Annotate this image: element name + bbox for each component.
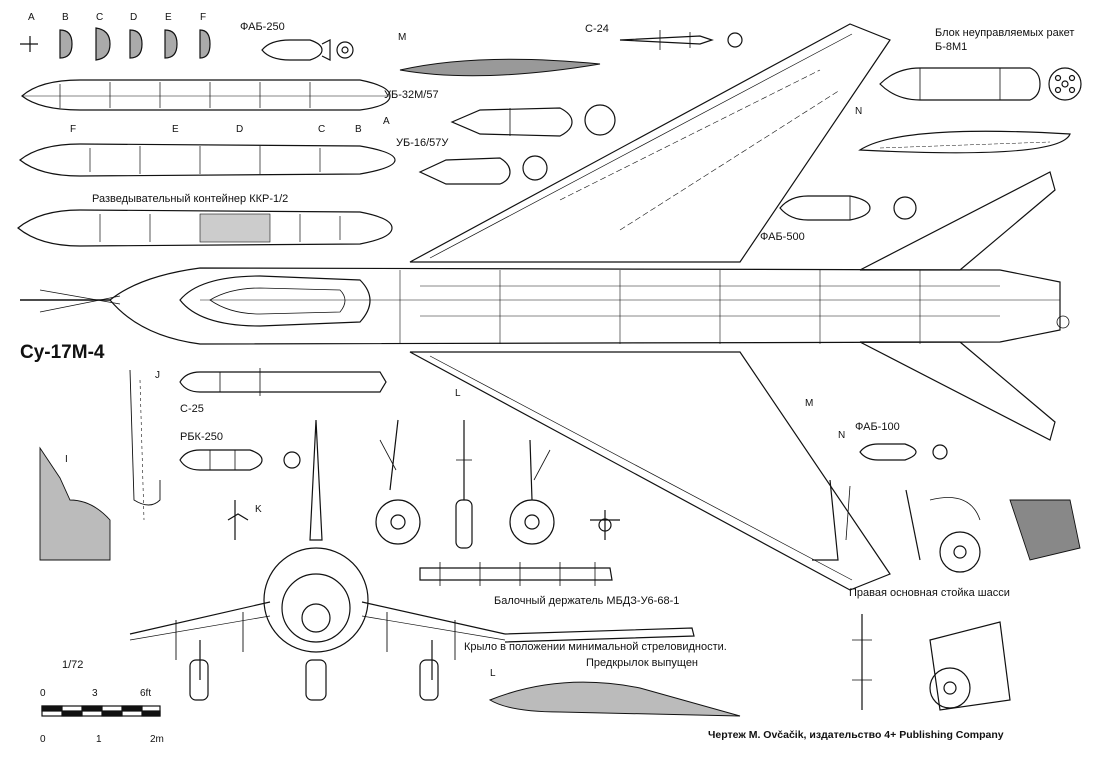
view-letter-l-bottom: L bbox=[490, 668, 496, 679]
pod-side-view-2 bbox=[19, 143, 396, 177]
svg-text:D: D bbox=[236, 124, 243, 135]
gear-hinge-detail bbox=[590, 510, 620, 540]
detail-k bbox=[227, 500, 249, 540]
view-letter-k: K bbox=[255, 504, 262, 515]
fab250-label: ФАБ-250 bbox=[240, 21, 285, 33]
main-gear-assembly-b bbox=[905, 489, 981, 573]
scale-ft-0: 0 bbox=[40, 688, 46, 699]
svg-text:A: A bbox=[383, 116, 390, 127]
scale-ft-6: 6ft bbox=[140, 688, 151, 699]
aircraft-plan-view bbox=[20, 23, 1070, 591]
scale-bar bbox=[41, 705, 161, 717]
view-letter-i: I bbox=[65, 454, 68, 465]
scale-ratio: 1/72 bbox=[62, 659, 83, 671]
b8m1-label-1: Блок неуправляемых ракет bbox=[935, 27, 1074, 39]
fab500-bomb bbox=[779, 195, 917, 221]
c24-rocket bbox=[619, 30, 743, 50]
c25-label: С-25 bbox=[180, 403, 204, 415]
scale-m-2: 2m bbox=[150, 734, 164, 745]
svg-text:B: B bbox=[355, 124, 362, 135]
ub32-label: УБ-32М/57 bbox=[384, 89, 439, 101]
ub32-rocket-pod bbox=[450, 104, 616, 137]
view-letter-m: M bbox=[805, 398, 813, 409]
kkr-label: Разведывательный контейнер ККР-1/2 bbox=[92, 193, 288, 205]
svg-text:C: C bbox=[318, 124, 325, 135]
view-letter-m-top: M bbox=[398, 32, 406, 43]
kkr-recon-pod bbox=[17, 209, 393, 247]
wing-section-m bbox=[399, 58, 601, 77]
pod-side-view-1 bbox=[21, 79, 391, 111]
view-letter-j: J bbox=[155, 370, 160, 381]
wing-note-line-1: Крыло в положении минимальной стреловидн… bbox=[464, 641, 727, 653]
ub16-rocket-pod bbox=[418, 155, 548, 185]
right-main-gear-wheel bbox=[929, 621, 1011, 711]
svg-text:F: F bbox=[70, 124, 76, 135]
fuselage-section-i bbox=[39, 446, 111, 561]
scale-m-0: 0 bbox=[40, 734, 46, 745]
drawing-credit: Чертеж M. Ovčačik, издательство 4+ Publi… bbox=[708, 729, 1004, 741]
rbk250-cluster-bomb bbox=[179, 449, 301, 471]
b8m1-label-2: Б-8М1 bbox=[935, 41, 967, 53]
mbd-label: Балочный держатель МБДЗ-У6-68-1 bbox=[494, 595, 679, 607]
section-letter-b: B bbox=[62, 12, 69, 23]
wing-outer-panel-front bbox=[504, 627, 695, 643]
wing-section-l bbox=[488, 681, 741, 717]
svg-text:E: E bbox=[172, 124, 179, 135]
aircraft-title: Су-17М-4 bbox=[20, 342, 105, 363]
aircraft-front-view bbox=[129, 419, 506, 701]
wing-note-line-2: Предкрылок выпущен bbox=[586, 657, 698, 669]
scale-m-1: 1 bbox=[96, 734, 102, 745]
fab100-label: ФАБ-100 bbox=[855, 421, 900, 433]
scale-ft-3: 3 bbox=[92, 688, 98, 699]
ub16-label: УБ-16/57У bbox=[396, 137, 449, 149]
section-letter-e: E bbox=[165, 12, 172, 23]
nose-gear-side-a bbox=[375, 419, 421, 545]
fab250-bomb bbox=[261, 39, 354, 61]
pod-section-marks: F E D C B A bbox=[70, 116, 390, 135]
rbk250-label: РБК-250 bbox=[180, 431, 223, 443]
c24-label: С-24 bbox=[585, 23, 609, 35]
pod-cross-sections bbox=[20, 27, 211, 61]
fab500-label: ФАБ-500 bbox=[760, 231, 805, 243]
b8m1-rocket-pod bbox=[879, 67, 1082, 101]
fuselage-section-j bbox=[129, 369, 161, 521]
view-letter-n: N bbox=[838, 430, 845, 441]
right-main-gear-strut bbox=[852, 614, 872, 710]
view-letter-l: L bbox=[455, 388, 461, 399]
section-letter-a: A bbox=[28, 12, 35, 23]
section-letter-c: C bbox=[96, 12, 103, 23]
view-letter-n-top: N bbox=[855, 106, 862, 117]
main-gear-assembly-a bbox=[812, 479, 851, 561]
gear-label: Правая основная стойка шасси bbox=[849, 587, 1010, 599]
c25-rocket bbox=[179, 368, 387, 396]
section-letters-row: A B C D E F bbox=[28, 12, 206, 23]
nose-gear-side-b bbox=[509, 439, 555, 545]
wing-section-n bbox=[858, 130, 1071, 154]
nose-gear-front bbox=[455, 420, 473, 549]
wheel-well-door bbox=[1009, 499, 1081, 561]
mbd-beam-rack bbox=[419, 562, 613, 586]
section-letter-d: D bbox=[130, 12, 137, 23]
fab100-bomb bbox=[859, 443, 948, 461]
section-letter-f: F bbox=[200, 12, 206, 23]
